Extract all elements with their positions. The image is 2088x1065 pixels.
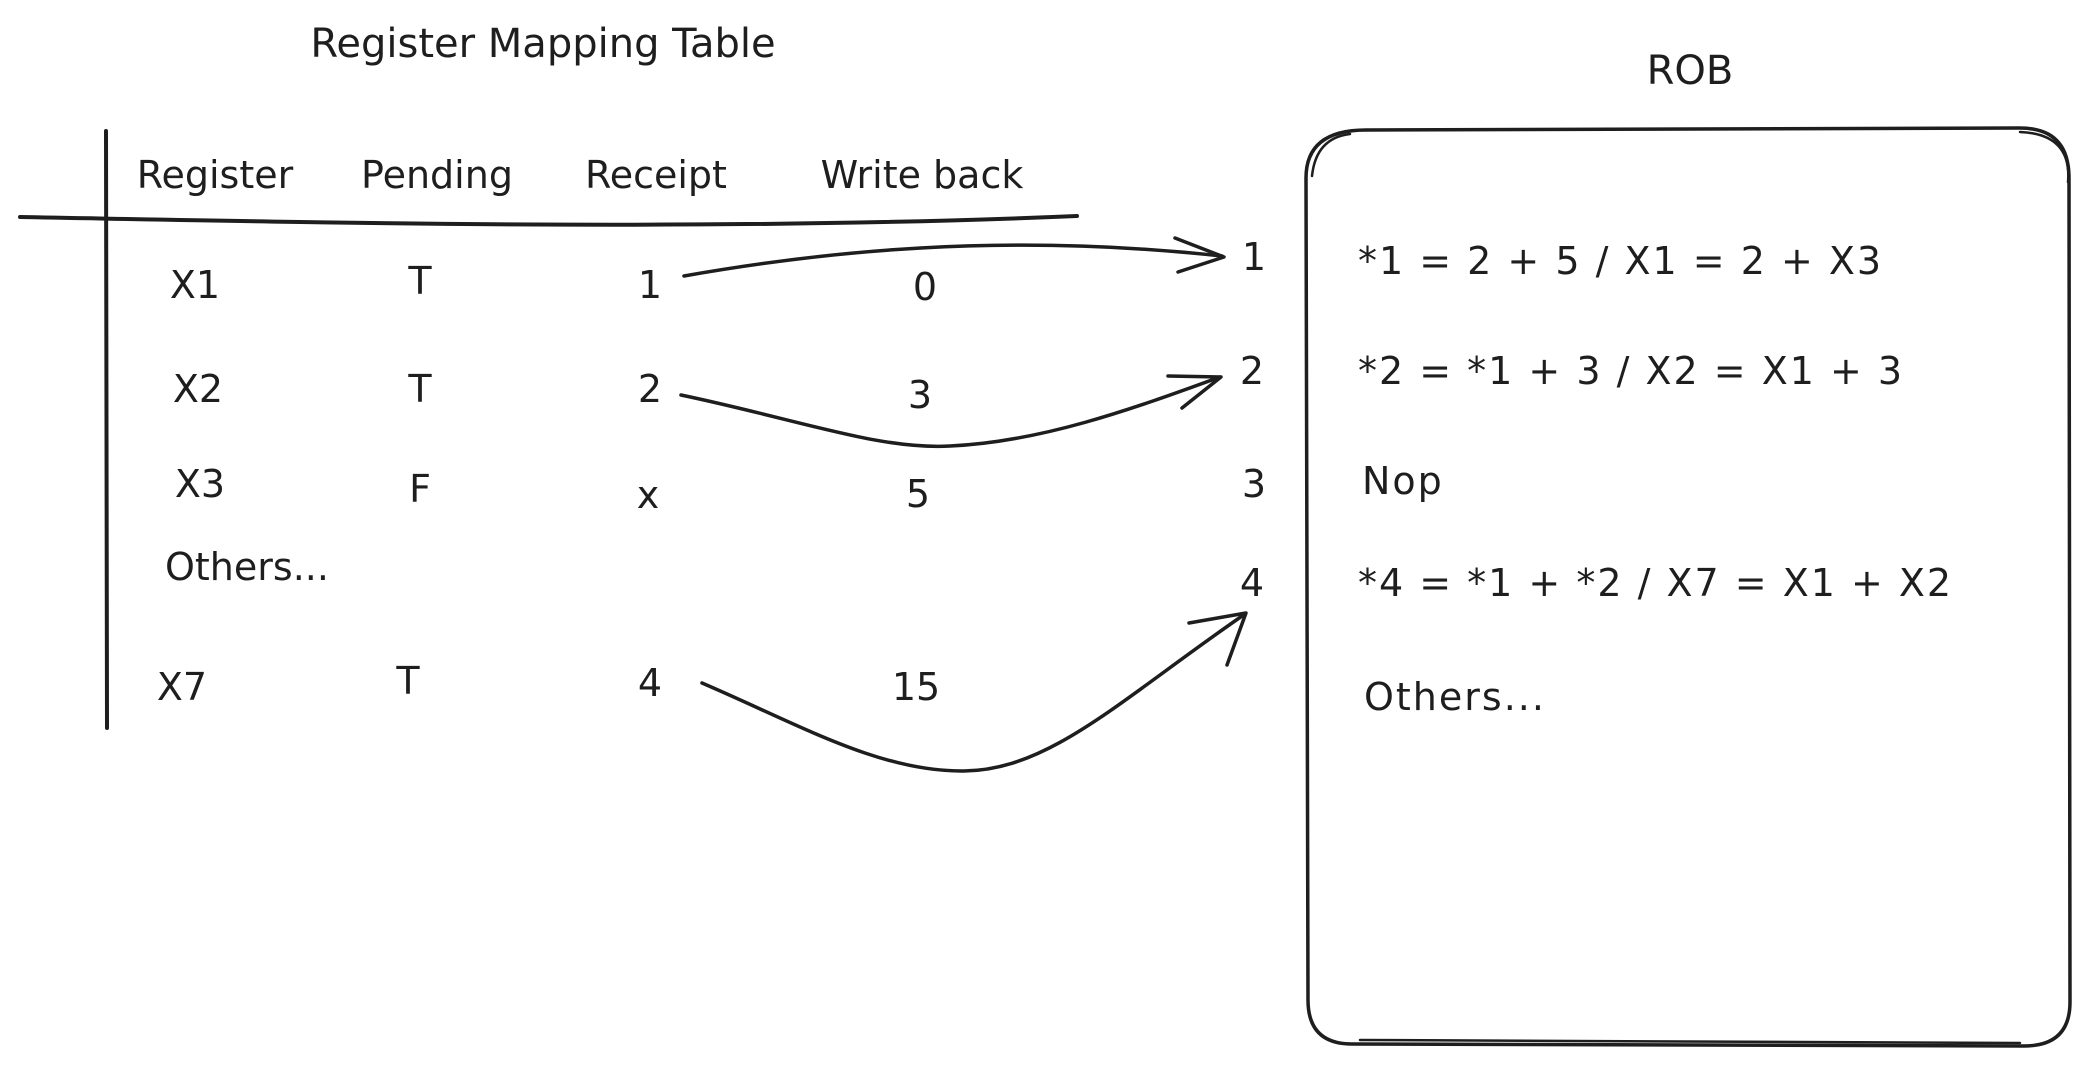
arrow-x2-to-rob-2 (679, 374, 1223, 449)
cell-receipt: 1 (638, 263, 662, 307)
cell-pending: F (409, 467, 431, 511)
cell-register: X1 (170, 263, 220, 307)
cell-write-back: 0 (913, 265, 937, 309)
cell-write-back: 3 (908, 373, 932, 417)
cell-register: Others... (165, 545, 329, 589)
rob-entry: *4 = *1 + *2 / X7 = X1 + X2 (1358, 561, 1953, 605)
cell-pending: T (395, 659, 420, 703)
rob-entry: Others... (1364, 675, 1546, 719)
arrow-head (1187, 611, 1248, 667)
table-header-rule (18, 214, 1079, 227)
cell-register: X7 (157, 665, 207, 709)
rob-entry: Nop (1362, 459, 1444, 503)
rob-entry: *1 = 2 + 5 / X1 = 2 + X3 (1358, 239, 1883, 283)
cell-receipt: 4 (638, 661, 662, 705)
rob-entry: *2 = *1 + 3 / X2 = X1 + 3 (1358, 349, 1904, 393)
rob-box-outline (1304, 126, 2072, 1048)
rob-box (1304, 126, 2072, 1048)
table-row: X7 T 4 15 (157, 659, 940, 709)
header-register: Register (137, 153, 294, 197)
cell-register: X2 (173, 367, 223, 411)
header-receipt: Receipt (585, 153, 727, 197)
cell-register: X3 (175, 462, 225, 506)
table-row: X1 T 1 0 (170, 259, 937, 309)
table-row: Others... (165, 545, 329, 589)
rob-title: ROB (1647, 48, 1734, 94)
rob-index-label: 4 (1240, 561, 1264, 605)
cell-receipt: 2 (638, 367, 662, 411)
cell-pending: T (407, 259, 432, 303)
arrow-line (679, 375, 1222, 449)
arrow-head (1173, 236, 1226, 274)
header-pending: Pending (361, 153, 513, 197)
rob-index-label: 2 (1240, 349, 1264, 393)
cell-pending: T (407, 367, 432, 411)
rob-index-label: 3 (1242, 462, 1266, 506)
table-row: X3 F x 5 (175, 462, 930, 517)
table-vertical-rule (104, 129, 110, 730)
rob-index-label: 1 (1242, 235, 1266, 279)
arrow-line (682, 243, 1224, 278)
arrow-x7-to-rob-4 (700, 611, 1248, 773)
table-row: X2 T 2 3 (173, 367, 932, 417)
cell-write-back: 5 (906, 472, 930, 516)
cell-write-back: 15 (892, 665, 940, 709)
header-write-back: Write back (821, 153, 1024, 197)
cell-receipt: x (637, 473, 660, 517)
arrow-x1-to-rob-1 (682, 236, 1226, 278)
rob-box-sketch-stroke (1310, 130, 2070, 1045)
arrow-line (700, 612, 1247, 773)
arrow-head (1166, 374, 1223, 410)
mapping-table-title: Register Mapping Table (310, 21, 775, 67)
